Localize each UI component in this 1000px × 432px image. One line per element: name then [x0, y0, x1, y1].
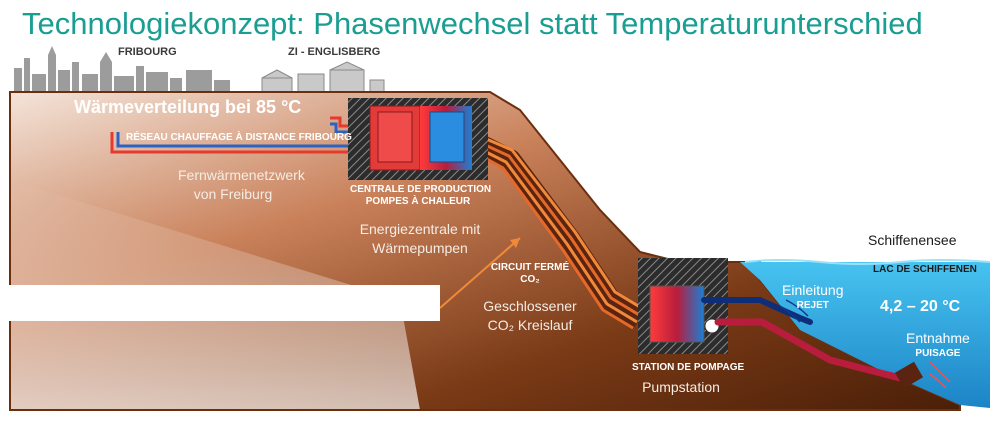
heat-pump-central-building: [348, 98, 488, 180]
circuit-label-fr: CIRCUIT FERMÉ CO₂: [490, 262, 570, 286]
lake-water: [740, 262, 990, 408]
central-label-de: Energiezentrale mit Wärmepumpen: [350, 220, 490, 258]
intake-de: Entnahme: [906, 330, 970, 346]
lake-pipes: [701, 297, 924, 389]
discharge-de: Einleitung: [782, 282, 844, 298]
central-label-fr: CENTRALE DE PRODUCTION POMPES À CHALEUR: [350, 184, 492, 208]
discharge-label: Einleitung REJET: [782, 282, 844, 314]
circuit-fr-line1: CIRCUIT FERMÉ: [490, 262, 570, 273]
district-heating-network-fr: RÉSEAU CHAUFFAGE À DISTANCE FRIBOURG: [126, 132, 352, 143]
pump-station-building: [638, 258, 728, 354]
circuit-de-line1: Geschlossener: [483, 298, 577, 314]
pointer-arrow: [439, 237, 521, 309]
central-de-line2: Wärmepumpen: [372, 240, 468, 256]
page-title: Technologiekonzept: Phasenwechsel statt …: [22, 6, 923, 41]
lake-name-de: Schiffenensee: [868, 232, 957, 248]
heat-distribution-heading: Wärmeverteilung bei 85 °C: [74, 97, 302, 117]
circuit-fr-line2: CO₂: [520, 274, 540, 285]
network-de-line2: von Freiburg: [193, 186, 273, 202]
central-fr-line1: CENTRALE DE PRODUCTION: [350, 184, 492, 195]
location-fribourg: FRIBOURG: [118, 46, 177, 58]
pump-station-label-fr: STATION DE POMPAGE: [632, 362, 745, 373]
circuit-de-line2: CO₂ Kreislauf: [487, 317, 573, 333]
blank-overlay-box: [0, 285, 440, 321]
network-de-line1: Fernwärmenetzwerk: [178, 167, 305, 183]
central-de-line1: Energiezentrale mit: [359, 221, 481, 237]
discharge-fr: REJET: [796, 300, 829, 311]
intake-fr: PUISAGE: [915, 348, 961, 359]
location-englisberg: ZI - ENGLISBERG: [288, 46, 381, 58]
pump-station-label-de: Pumpstation: [642, 379, 720, 395]
skyline-silhouette: [14, 46, 230, 92]
discharge-arrows: [779, 299, 809, 323]
central-fr-line2: POMPES À CHALEUR: [365, 196, 471, 207]
circuit-label-de: Geschlossener CO₂ Kreislauf: [465, 297, 595, 335]
lake-name-fr: LAC DE SCHIFFENEN: [873, 264, 977, 275]
intake-label: Entnahme PUISAGE: [906, 330, 970, 362]
district-heating-network-de: Fernwärmenetzwerk von Freiburg: [178, 166, 305, 204]
co2-pipe-bundle: [465, 130, 646, 330]
lake-temperature: 4,2 – 20 °C: [880, 298, 961, 315]
flow-arrows: [929, 361, 951, 389]
industrial-buildings: [261, 61, 385, 93]
